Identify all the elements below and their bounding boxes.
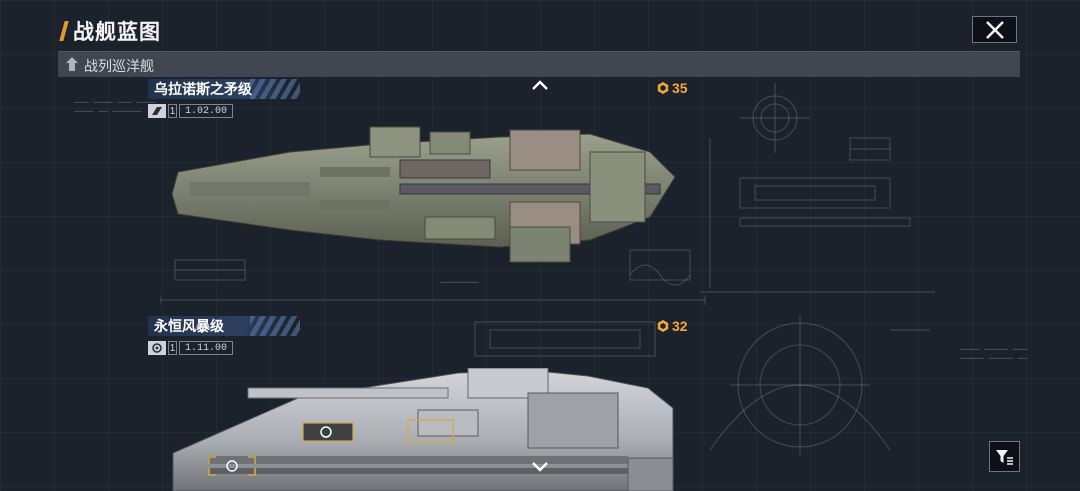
blueprint-schematic-bottom <box>474 315 930 455</box>
ship-class-icon <box>66 57 78 71</box>
blueprint-label-1: ─── ──── ─── ──────── ── ────── <box>74 98 156 116</box>
ship-version-badge: 1 1.02.00 <box>148 104 234 118</box>
category-bar[interactable]: 战列巡洋舰 <box>58 52 1020 77</box>
ship-level: 1 <box>168 104 177 118</box>
page-title: 战舰蓝图 <box>73 21 161 44</box>
header-divider <box>58 51 1020 52</box>
ship-level: 1 <box>168 341 177 355</box>
ship-render-eternal-storm[interactable] <box>168 368 680 491</box>
blueprint-label-3: ──── ───── ─── ───── ───── ── <box>960 345 1028 363</box>
close-button[interactable] <box>972 16 1017 43</box>
ship-cost: 35 <box>657 80 688 96</box>
blueprint-schematic-top <box>700 83 935 293</box>
filter-button[interactable] <box>989 441 1020 472</box>
targeting-bracket-icon[interactable] <box>208 456 256 476</box>
close-icon <box>985 20 1004 39</box>
chevron-down-icon[interactable] <box>532 462 548 472</box>
header-bar: 战舰蓝图 <box>0 0 1080 50</box>
title-accent-mark <box>59 21 69 41</box>
ship-version-badge: 1 1.11.00 <box>148 341 234 355</box>
ship-version: 1.02.00 <box>179 104 234 118</box>
blueprint-label-2: ──────── <box>440 278 479 287</box>
ship-cost-value: 32 <box>672 318 688 334</box>
ship-name-plate: 永恒风暴级 <box>148 316 300 336</box>
blueprint-schematic-left <box>160 249 706 305</box>
ship-cost: 32 <box>657 318 688 334</box>
ship-version: 1.11.00 <box>179 341 234 355</box>
ship-name-plate: 乌拉诺斯之矛级 <box>148 79 300 99</box>
hex-cost-icon <box>657 320 669 332</box>
category-label: 战列巡洋舰 <box>84 58 154 74</box>
filter-icon <box>995 449 1013 465</box>
chevron-up-icon[interactable] <box>532 80 548 90</box>
blueprint-type-icon <box>148 341 166 355</box>
name-plate-stripes <box>250 79 300 99</box>
ship-name: 乌拉诺斯之矛级 <box>154 81 252 97</box>
blueprint-type-icon <box>148 104 166 118</box>
hex-cost-icon <box>657 82 669 94</box>
ship-cost-value: 35 <box>672 80 688 96</box>
ship-render-uranus-spear[interactable] <box>170 122 680 267</box>
ship-name: 永恒风暴级 <box>154 318 224 334</box>
name-plate-stripes <box>250 316 300 336</box>
